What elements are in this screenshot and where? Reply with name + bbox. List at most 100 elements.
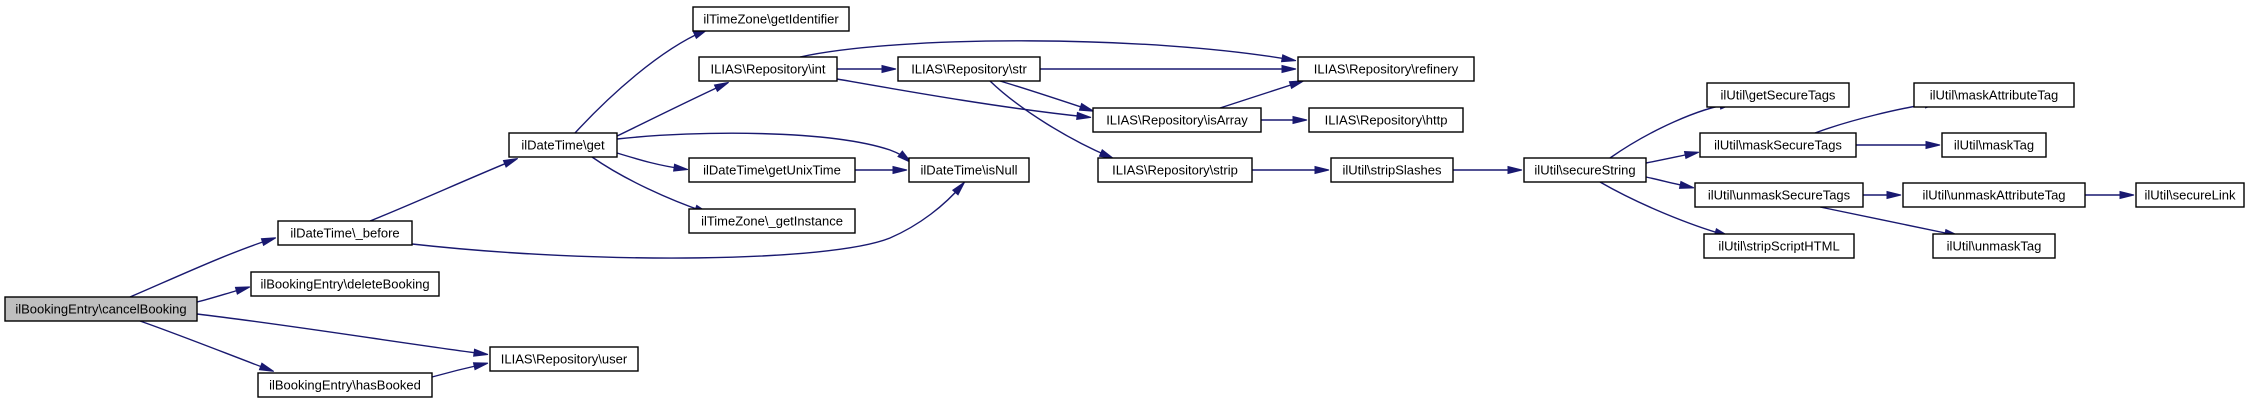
node-box xyxy=(688,208,856,234)
node-box xyxy=(1902,182,2086,208)
node-secureLink[interactable]: ilUtil\secureLink xyxy=(2135,182,2245,208)
node-box xyxy=(908,157,1030,183)
node-maskTag[interactable]: ilUtil\maskTag xyxy=(1941,132,2047,158)
node-box xyxy=(2135,182,2245,208)
node-stripScriptHTML[interactable]: ilUtil\stripScriptHTML xyxy=(1703,233,1855,259)
node-label: ilUtil\unmaskTag xyxy=(1947,239,2042,254)
node-getUnixTime[interactable]: ilDateTime\getUnixTime xyxy=(688,157,856,183)
edge-before-to-get xyxy=(369,157,518,222)
node-box xyxy=(1097,157,1253,183)
node-get[interactable]: ilDateTime\get xyxy=(508,132,618,158)
node-cancelBooking[interactable]: ilBookingEntry\cancelBooking xyxy=(4,296,198,322)
arrowhead xyxy=(472,362,489,371)
node-box xyxy=(1913,82,2075,108)
node-repoStr[interactable]: ILIAS\Repository\str xyxy=(897,56,1041,82)
node-box xyxy=(4,296,198,322)
node-label: ILIAS\Repository\int xyxy=(711,62,826,77)
node-label: ilUtil\maskAttributeTag xyxy=(1930,88,2059,103)
node-strip[interactable]: ILIAS\Repository\strip xyxy=(1097,157,1253,183)
node-label: ILIAS\Repository\str xyxy=(911,62,1027,77)
arrowhead xyxy=(1078,102,1095,112)
node-label: ilDateTime\_before xyxy=(290,226,399,241)
edge-get-to-getUnixTime xyxy=(616,152,689,172)
node-label: ILIAS\Repository\isArray xyxy=(1106,113,1248,128)
node-before[interactable]: ilDateTime\_before xyxy=(277,220,413,246)
node-user[interactable]: ILIAS\Repository\user xyxy=(489,346,639,372)
node-box xyxy=(250,271,440,297)
node-box xyxy=(1941,132,2047,158)
arrowhead xyxy=(1076,111,1092,121)
node-refinery[interactable]: ILIAS\Repository\refinery xyxy=(1297,56,1475,82)
nodes-layer: ilBookingEntry\cancelBooking ilDateTime\_… xyxy=(4,6,2245,398)
node-unmaskAttributeTag[interactable]: ilUtil\unmaskAttributeTag xyxy=(1902,182,2086,208)
node-getSecureTags[interactable]: ilUtil\getSecureTags xyxy=(1706,82,1850,108)
node-hasBooked[interactable]: ilBookingEntry\hasBooked xyxy=(257,372,433,398)
edge-cancelBooking-to-deleteBooking xyxy=(196,286,251,303)
edge-secureString-to-unmaskSecureTags xyxy=(1645,176,1695,189)
arrowhead xyxy=(1886,190,1902,200)
edge-line xyxy=(836,78,1088,118)
node-box xyxy=(688,157,856,183)
node-label: ilUtil\unmaskSecureTags xyxy=(1708,188,1851,203)
edge-before-to-isNull xyxy=(411,181,966,259)
node-unmaskTag[interactable]: ilUtil\unmaskTag xyxy=(1932,233,2056,259)
edge-line xyxy=(411,184,963,259)
node-maskAttributeTag[interactable]: ilUtil\maskAttributeTag xyxy=(1913,82,2075,108)
edge-line xyxy=(129,238,273,298)
node-stripSlashes[interactable]: ilUtil\stripSlashes xyxy=(1330,157,1454,183)
edge-isArray-to-http xyxy=(1261,115,1308,125)
node-isNull[interactable]: ilDateTime\isNull xyxy=(908,157,1030,183)
node-box xyxy=(1523,157,1647,183)
node-label: ilTimeZone\getIdentifier xyxy=(703,12,839,27)
arrowhead xyxy=(1678,180,1695,189)
node-box xyxy=(897,56,1041,82)
node-label: ILIAS\Repository\user xyxy=(501,352,628,367)
node-box xyxy=(1703,233,1855,259)
edge-unmaskSecureTags-to-unmaskTag xyxy=(1819,206,1960,237)
arrowhead xyxy=(1507,165,1523,175)
edge-line xyxy=(196,313,485,355)
node-box xyxy=(1330,157,1454,183)
node-unmaskSecureTags[interactable]: ilUtil\unmaskSecureTags xyxy=(1694,182,1864,208)
node-label: ilUtil\secureLink xyxy=(2144,188,2236,203)
node-repoInt[interactable]: ILIAS\Repository\int xyxy=(698,56,838,82)
arrowhead xyxy=(1280,54,1297,63)
edge-get-to-isNull xyxy=(616,132,912,163)
arrowhead xyxy=(1314,165,1330,175)
node-label: ilBookingEntry\deleteBooking xyxy=(260,277,429,292)
edge-line xyxy=(139,320,271,371)
node-box xyxy=(1297,56,1475,82)
edge-get-to-tzGetIdentifier xyxy=(574,28,708,134)
edge-line xyxy=(591,156,706,213)
node-box xyxy=(1308,107,1464,133)
edges-layer xyxy=(129,28,2135,378)
node-secureString[interactable]: ilUtil\secureString xyxy=(1523,157,1647,183)
node-label: ilDateTime\getUnixTime xyxy=(703,163,841,178)
arrowhead xyxy=(473,348,489,357)
edge-unmaskAttributeTag-to-secureLink xyxy=(2085,190,2135,200)
node-box xyxy=(277,220,413,246)
node-label: ILIAS\Repository\http xyxy=(1325,113,1448,128)
node-maskSecureTags[interactable]: ilUtil\maskSecureTags xyxy=(1699,132,1857,158)
node-box xyxy=(1092,107,1262,133)
arrowhead xyxy=(713,81,729,93)
node-label: ILIAS\Repository\refinery xyxy=(1314,62,1459,77)
node-tzGetInstance[interactable]: ilTimeZone\_getInstance xyxy=(688,208,856,234)
node-http[interactable]: ILIAS\Repository\http xyxy=(1308,107,1464,133)
edge-line xyxy=(1219,81,1301,109)
node-box xyxy=(692,6,850,32)
node-deleteBooking[interactable]: ilBookingEntry\deleteBooking xyxy=(250,271,440,297)
node-label: ilUtil\stripSlashes xyxy=(1343,163,1442,178)
node-box xyxy=(1706,82,1850,108)
edge-get-to-repoInt xyxy=(614,81,729,138)
node-isArray[interactable]: ILIAS\Repository\isArray xyxy=(1092,107,1262,133)
edge-line xyxy=(1819,206,1956,236)
node-label: ilUtil\stripScriptHTML xyxy=(1718,239,1839,254)
node-tzGetIdentifier[interactable]: ilTimeZone\getIdentifier xyxy=(692,6,850,32)
arrowhead xyxy=(260,237,277,247)
node-label: ilDateTime\isNull xyxy=(920,163,1017,178)
edge-secureString-to-maskSecureTags xyxy=(1645,151,1700,164)
edge-line xyxy=(369,159,515,222)
arrowhead xyxy=(673,163,689,172)
edge-strip-to-stripSlashes xyxy=(1252,165,1330,175)
